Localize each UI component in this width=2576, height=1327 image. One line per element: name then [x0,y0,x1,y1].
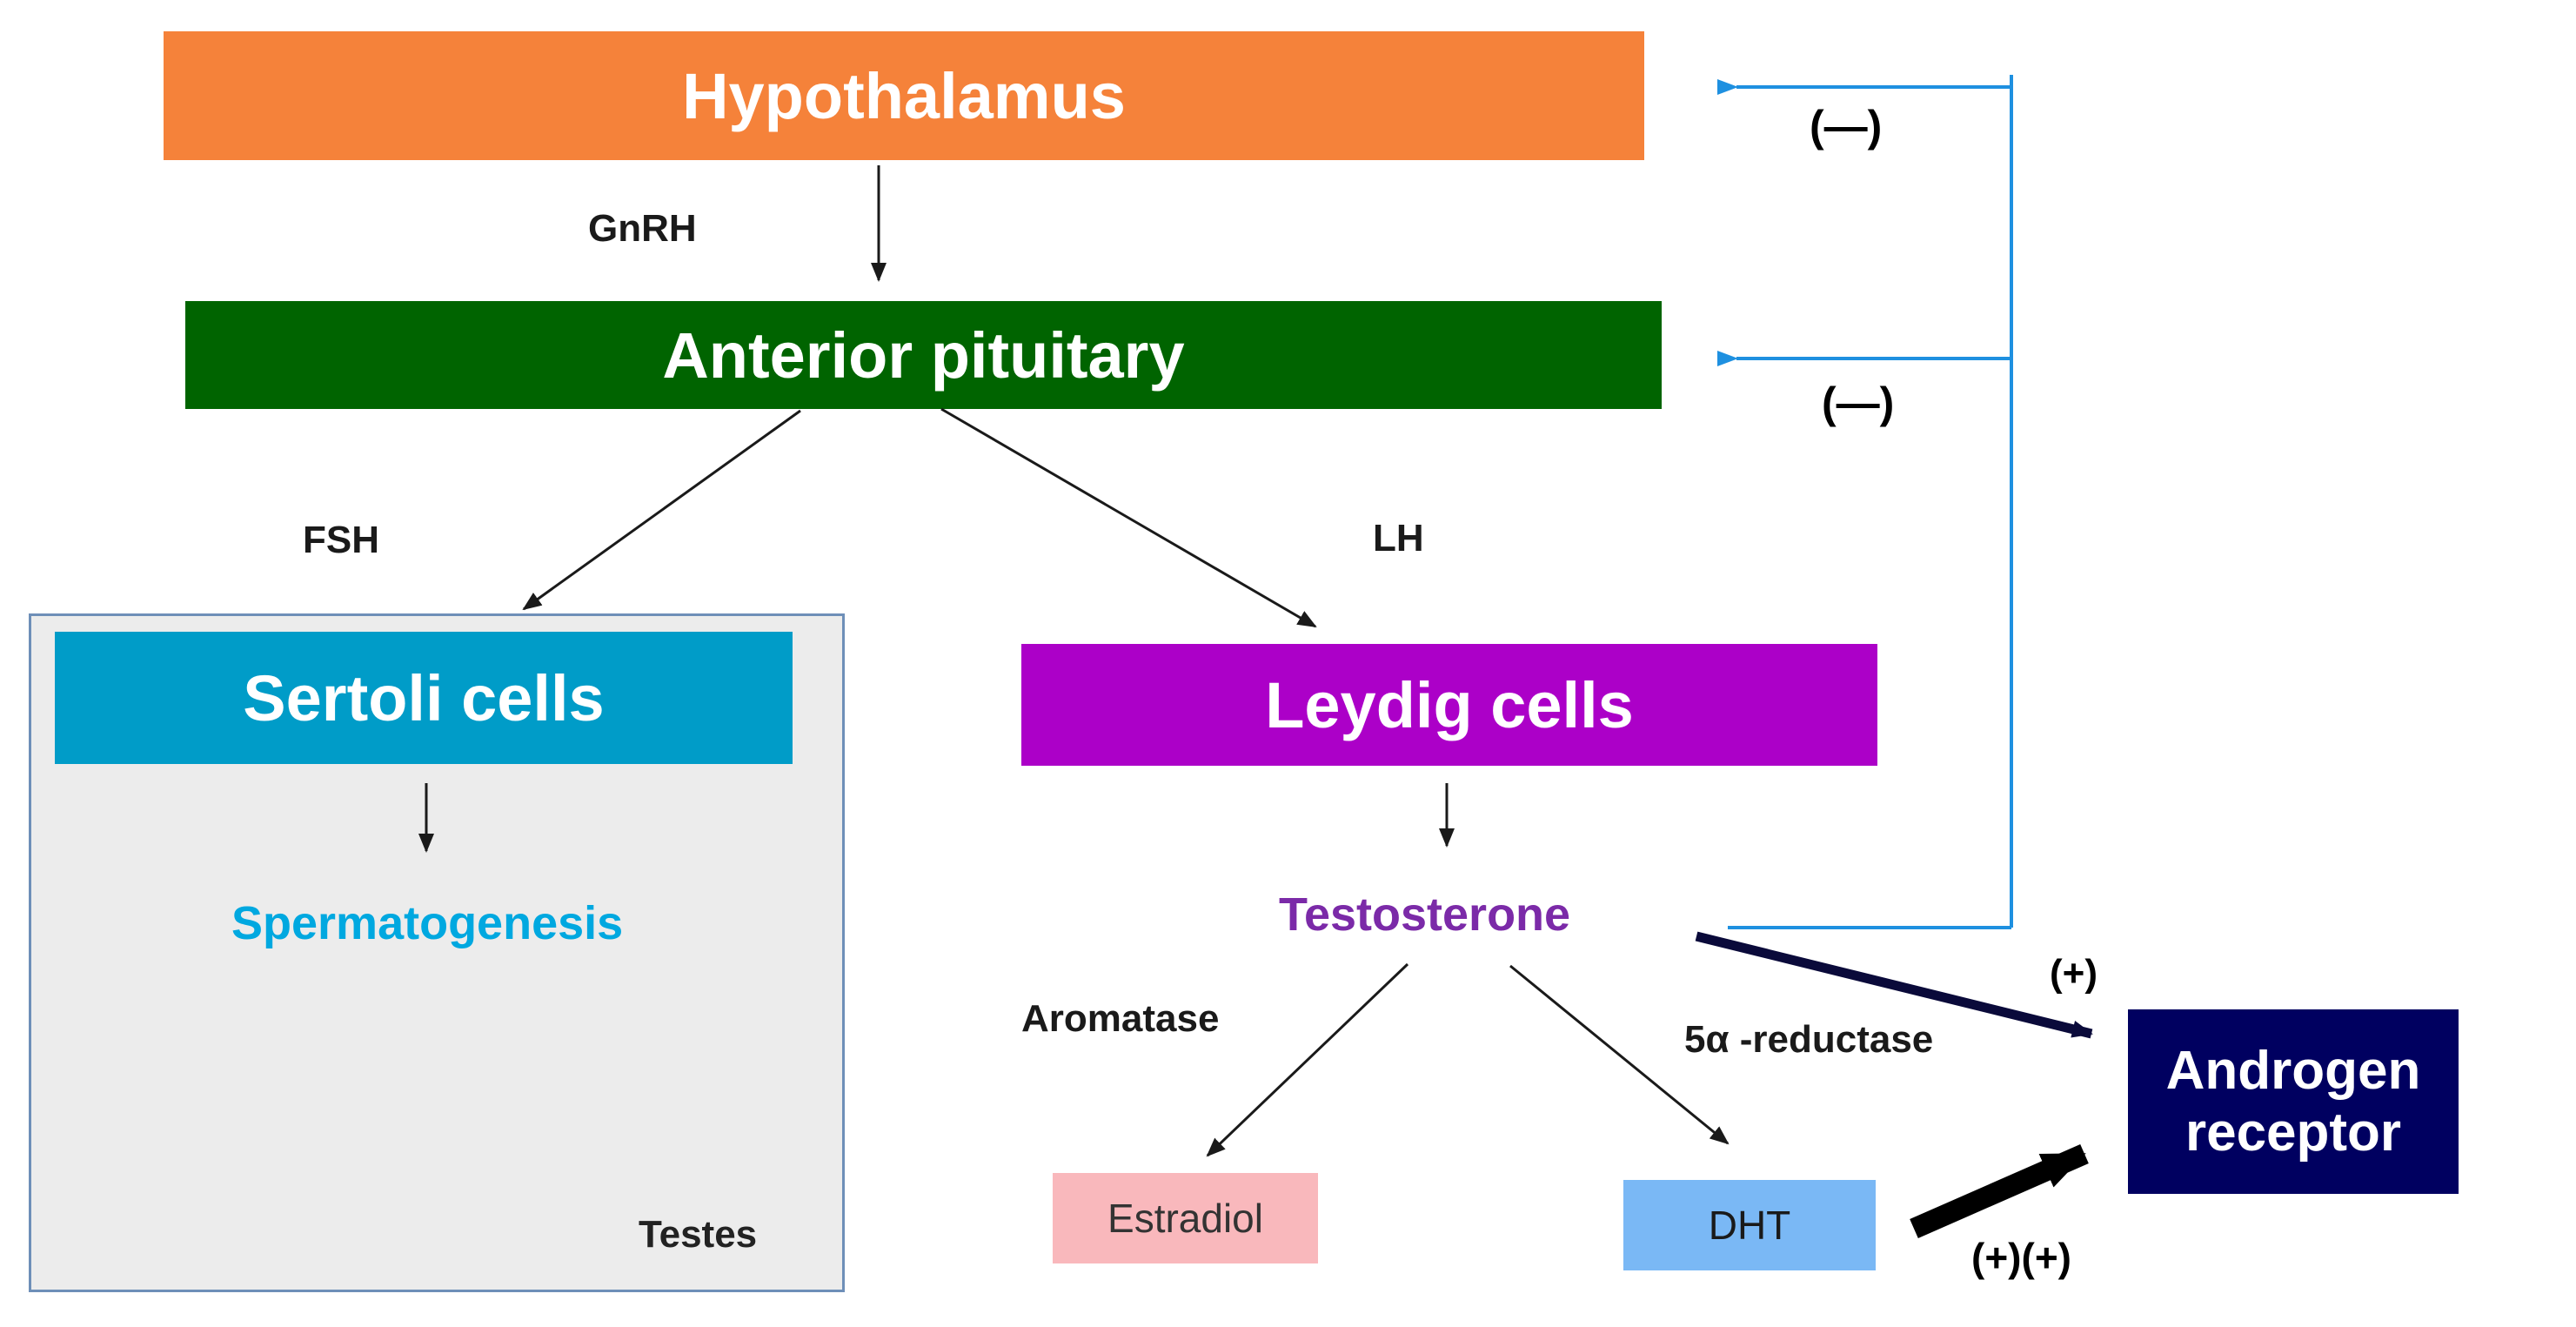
gnrh-label: GnRH [588,207,697,250]
leydig-cells-label: Leydig cells [1265,668,1634,741]
hypothalamus-label: Hypothalamus [682,59,1126,132]
testes-label: Testes [639,1213,758,1256]
neg-feedback-pituitary-label: (—) [1822,379,1895,427]
testosterone-label: Testosterone [1279,888,1571,941]
androgen-receptor-box: Androgen receptor [2128,1009,2459,1194]
neg-feedback-hypothalamus-label: (—) [1810,102,1883,151]
arrow-testosterone-receptor [1695,931,2093,1039]
anterior-pituitary-label: Anterior pituitary [662,318,1185,392]
sertoli-cells-box: Sertoli cells [55,632,793,764]
sertoli-cells-label: Sertoli cells [243,661,605,734]
androgen-receptor-label-line1: Androgen [2165,1040,2421,1101]
pos-dht-label: (+)(+) [1971,1235,2071,1280]
arrow-dht-receptor [1910,1144,2089,1238]
arrow-reductase [1509,964,1730,1145]
reductase-label: 5α -reductase [1684,1018,1934,1061]
arrow-fsh [522,409,801,611]
dht-box: DHT [1623,1180,1876,1270]
pos-testosterone-label: (+) [2050,952,2098,995]
anterior-pituitary-box: Anterior pituitary [185,301,1662,409]
spermatogenesis-label: Spermatogenesis [231,897,624,949]
fsh-label: FSH [303,519,379,561]
negative-feedback-loop [1717,75,2013,929]
leydig-cells-box: Leydig cells [1021,644,1877,766]
arrow-lh [940,407,1317,628]
androgen-receptor-label-line2: receptor [2185,1102,2402,1163]
hypothalamus-box: Hypothalamus [164,31,1644,160]
lh-label: LH [1373,517,1424,560]
estradiol-label: Estradiol [1107,1196,1263,1241]
estradiol-box: Estradiol [1053,1173,1318,1263]
aromatase-label: Aromatase [1021,997,1220,1040]
dht-label: DHT [1708,1203,1791,1248]
arrow-aromatase [1206,962,1409,1157]
